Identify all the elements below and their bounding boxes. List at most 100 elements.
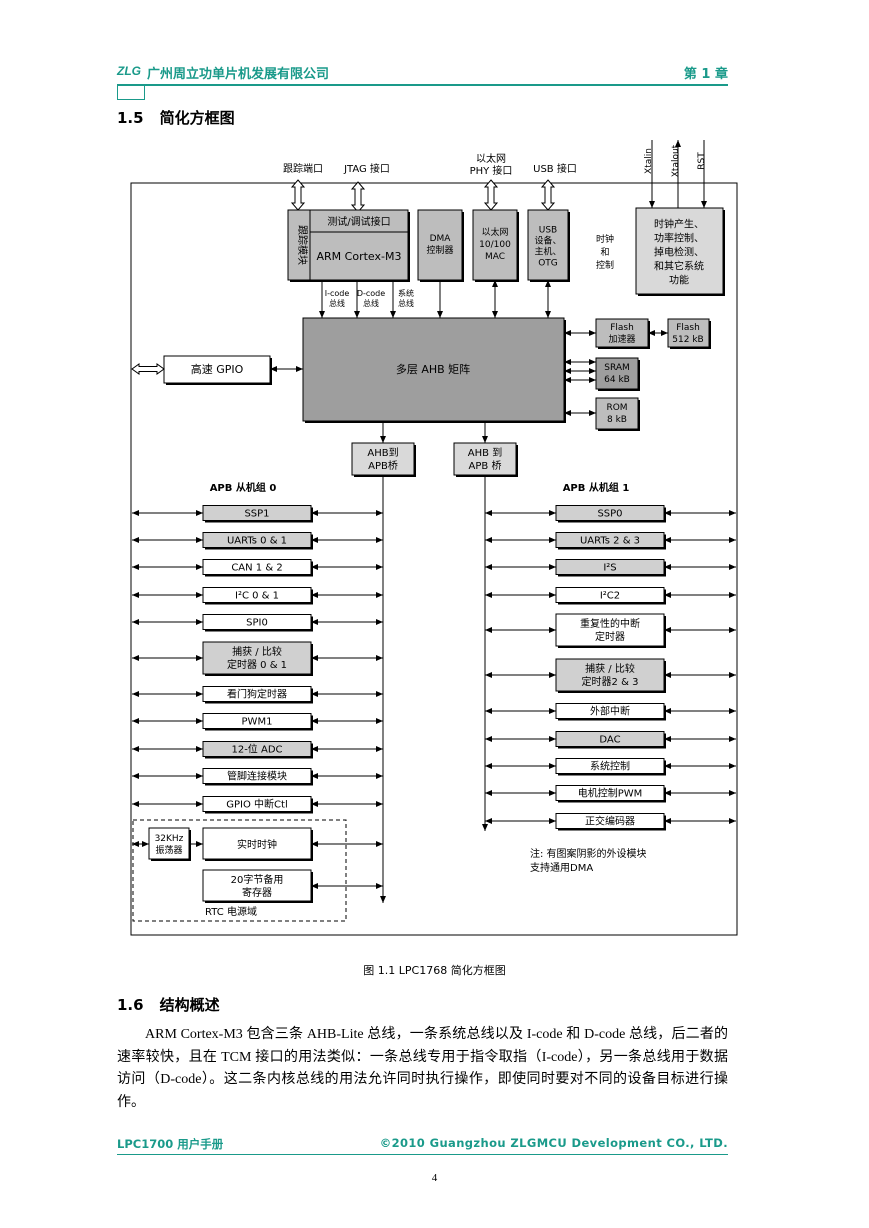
trace-port-connector [290, 179, 306, 211]
jtag-connector [350, 181, 366, 213]
backup-reg-label: 寄存器 [242, 886, 272, 899]
bridge1-label: APB 桥 [469, 460, 502, 472]
apb0-peripheral-label: I²C 0 & 1 [235, 591, 279, 602]
footer-rule [117, 1154, 728, 1155]
osc-label: 32KHz [155, 834, 184, 844]
rtc-label: 实时时钟 [237, 838, 277, 851]
bridge0-label: APB桥 [368, 460, 398, 472]
debug-interface-label: 测试/调试接口 [327, 215, 390, 228]
page-number: 4 [431, 1172, 438, 1184]
trace-module-label: 跟踪模块 [296, 225, 309, 265]
ahb-matrix-label: 多层 AHB 矩阵 [396, 362, 470, 376]
apb0-peripheral-label: PWM1 [242, 717, 273, 728]
apb1-peripheral-label: UARTs 2 & 3 [580, 536, 640, 547]
usb-box [527, 209, 569, 281]
apb1-peripheral-label: SSP0 [597, 509, 622, 520]
xtalout-label: Xtalout [671, 144, 681, 177]
apb0-peripheral-label: UARTs 0 & 1 [227, 536, 287, 547]
sram-label: SRAM [604, 363, 630, 373]
rom-label: 8 kB [607, 415, 627, 425]
osc-box [148, 827, 190, 860]
clock-label: 时钟 [596, 233, 614, 245]
apb0-peripheral-label: 管脚连接模块 [227, 770, 287, 783]
note-label: 注: 有图案阴影的外设模块 [530, 847, 647, 860]
rtc-domain-label: RTC 电源域 [205, 905, 257, 918]
cpu-label: ARM Cortex-M3 [317, 250, 402, 263]
copyright: ©2010 Guangzhou ZLGMCU Development CO., … [379, 1136, 728, 1150]
trace-port-label: 跟踪端口 [283, 162, 323, 175]
apb1-title: APB 从机组 1 [563, 481, 630, 494]
icode-bus-label: I-code [325, 289, 350, 298]
apb0-peripheral-label: CAN 1 & 2 [231, 563, 282, 574]
rtc-domain-frame [132, 819, 347, 922]
clock-box-label: 功能 [669, 274, 689, 287]
section-title: 结构概述 [159, 996, 220, 1014]
section-number: 1.6 [117, 996, 144, 1014]
rst-label: RST [697, 152, 707, 170]
osc-label: 振荡器 [155, 844, 182, 856]
section-title: 简化方框图 [159, 109, 235, 127]
apb0-peripheral-label: 12-位 ADC [231, 743, 282, 756]
dma-label: DMA [430, 234, 452, 244]
gpio-hs-connector [131, 363, 165, 375]
usb-label-box: 主机、 [534, 246, 561, 258]
flash-acc-label: Flash [610, 323, 634, 333]
clock-label: 控制 [596, 259, 614, 271]
clock-label: 和 [600, 247, 609, 258]
page-header: ZLG 广州周立功单片机发展有限公司 第 1 章 [117, 62, 728, 84]
section-heading-1-6: 1.6 结构概述 [117, 994, 220, 1015]
clock-box-label: 功率控制、 [654, 232, 704, 245]
usb-connector [540, 179, 556, 211]
usb-label-box: 设备、 [534, 235, 561, 247]
eth-mac-label: 以太网 [481, 226, 508, 238]
eth-phy-connector [483, 179, 499, 211]
manual-title: LPC1700 用户手册 [117, 1137, 224, 1151]
clock-box-label: 时钟产生、 [654, 218, 704, 231]
clock-box [635, 207, 724, 295]
flash-box [667, 318, 710, 348]
sram-label: 64 kB [604, 375, 630, 385]
icode-bus-label: 总线 [329, 298, 345, 308]
apb0-title: APB 从机组 0 [210, 481, 277, 494]
dcode-bus-label: D-code [357, 289, 385, 298]
apb1-peripheral-label: 捕获 / 比较 [585, 662, 635, 675]
body-paragraph: ARM Cortex-M3 包含三条 AHB-Lite 总线，一条系统总线以及 … [117, 1027, 728, 1110]
bridge0-label: AHB到 [367, 447, 398, 459]
bridge1-box [453, 442, 517, 476]
bridge0-box [351, 442, 415, 476]
company-name: 广州周立功单片机发展有限公司 [147, 67, 330, 82]
rtc-box [202, 827, 312, 860]
usb-label-box: USB [539, 226, 557, 236]
cpu-box [309, 231, 409, 281]
apb0-peripheral-label: 定时器 0 & 1 [227, 658, 287, 671]
company-logo: ZLG [117, 64, 141, 78]
apb0-peripheral-label: SSP1 [244, 509, 269, 520]
apb1-peripheral-label: 电机控制PWM [578, 787, 643, 800]
apb1-peripheral-label: 定时器2 & 3 [582, 675, 639, 688]
apb1-peripheral-label: 重复性的中断 [580, 617, 640, 630]
apb1-peripheral-label: I²S [603, 563, 616, 574]
apb1-peripheral-label: DAC [599, 735, 620, 746]
apb1-peripheral-label: 定时器 [595, 630, 625, 643]
flash-acc-label: 加速器 [608, 334, 635, 345]
apb1-peripheral-label: 系统控制 [590, 760, 630, 773]
header-rule [117, 84, 728, 86]
system-bus-label: 系统 [398, 288, 414, 298]
apb1-peripheral-box [555, 613, 665, 647]
header-tab-decoration [117, 84, 145, 100]
usb-label-box: OTG [538, 259, 558, 269]
dcode-bus-label: 总线 [363, 298, 379, 308]
section-heading-1-5: 1.5 简化方框图 [117, 107, 235, 128]
apb1-peripheral-label: I²C2 [600, 591, 620, 602]
flash-label: Flash [676, 323, 700, 333]
figure-caption: 图 1.1 LPC1768 简化方框图 [363, 964, 506, 977]
ahb-matrix-box [302, 317, 565, 422]
section-number: 1.5 [117, 109, 144, 127]
system-bus-label: 总线 [398, 298, 414, 308]
chip-frame [130, 182, 738, 936]
apb0-peripheral-label: SPI0 [246, 618, 268, 629]
eth-phy-label: 以太网 [476, 152, 506, 165]
eth-mac-label: 10/100 [479, 240, 511, 250]
xtalin-label: Xtalin [644, 148, 654, 174]
